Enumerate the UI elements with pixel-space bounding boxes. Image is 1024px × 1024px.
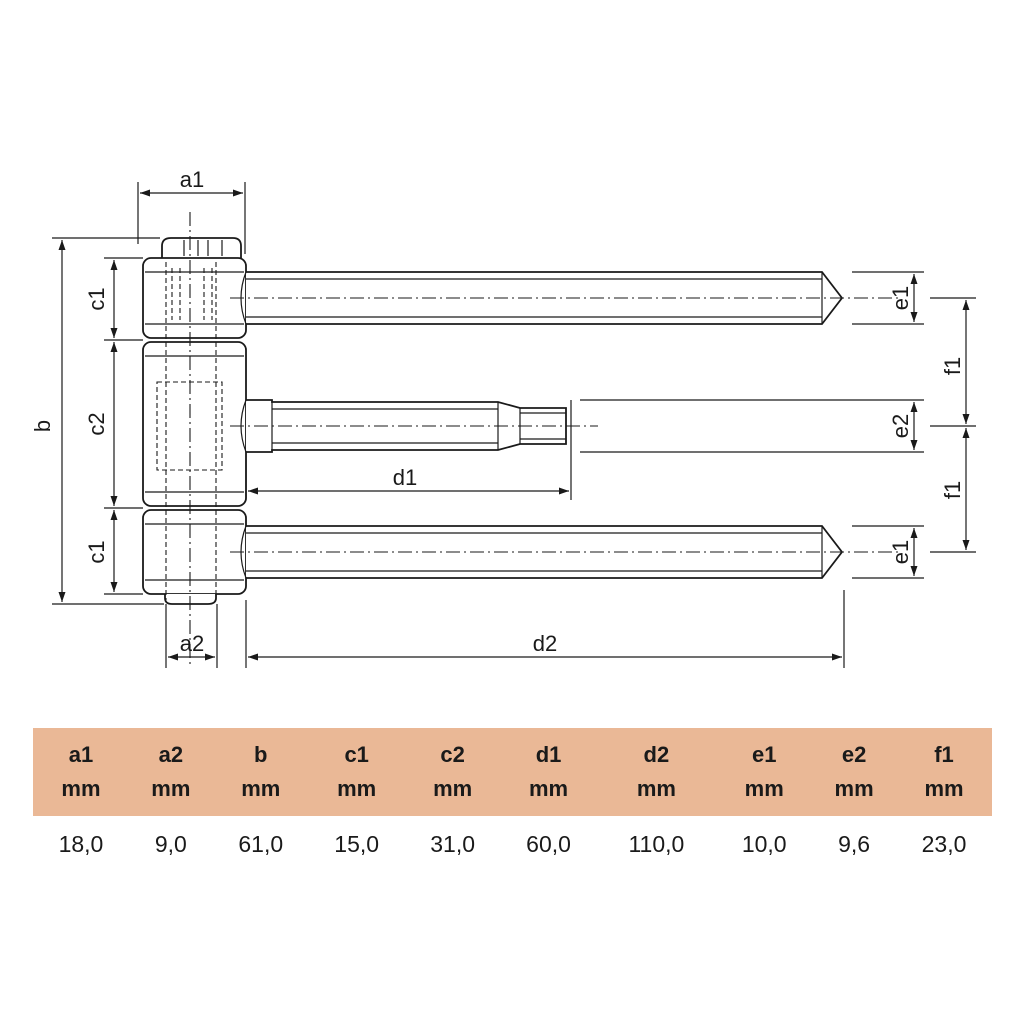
- value-cell: 18,0: [58, 830, 104, 857]
- spec-table-value-row: 18,0 9,0 61,0 15,0 31,0 60,0 110,0 10,0 …: [33, 816, 992, 872]
- hinge-drawing: a1 a2 b c1 c2 c1 d1: [30, 167, 976, 668]
- label-a2: a2: [180, 631, 204, 656]
- top-pin: [230, 271, 900, 325]
- header-name: f1: [934, 742, 954, 767]
- dimension-e2: e2: [580, 399, 924, 453]
- header-cell: c1 mm: [308, 728, 405, 816]
- value-cell: 9,0: [154, 830, 187, 857]
- dimension-a1: a1: [137, 167, 246, 254]
- label-c1-top: c1: [84, 287, 109, 310]
- header-unit: mm: [151, 776, 191, 801]
- label-e2: e2: [888, 414, 913, 438]
- label-e1-top: e1: [888, 286, 913, 310]
- header-cell: a2 mm: [128, 728, 213, 816]
- middle-pin: [230, 399, 598, 453]
- header-unit: mm: [636, 776, 676, 801]
- header-cell: a1 mm: [33, 728, 129, 816]
- header-unit: mm: [744, 776, 784, 801]
- header-cell: d1 mm: [500, 728, 597, 816]
- header-name: e1: [751, 742, 777, 767]
- header-name: d1: [535, 742, 562, 767]
- value-cell: 31,0: [430, 830, 475, 857]
- dimension-e1-top: e1: [852, 271, 924, 325]
- header-name: d2: [643, 742, 670, 767]
- header-cell: b mm: [212, 728, 309, 816]
- dimension-a2: a2: [165, 604, 218, 668]
- header-name: c1: [344, 742, 369, 767]
- value-cell: 15,0: [334, 830, 380, 857]
- header-name: e2: [841, 742, 867, 767]
- header-unit: mm: [241, 776, 281, 801]
- dimension-c1-top: c1: [84, 257, 143, 341]
- label-c1-bottom: c1: [84, 540, 109, 563]
- value-cell: 110,0: [628, 830, 685, 857]
- header-cell: e1 mm: [716, 728, 813, 816]
- header-unit: mm: [61, 776, 101, 801]
- dimension-b: b: [30, 237, 164, 605]
- label-c2: c2: [84, 412, 109, 435]
- bottom-pin: [230, 525, 900, 579]
- header-unit: mm: [337, 776, 377, 801]
- label-d2: d2: [533, 631, 557, 656]
- header-name: a1: [68, 742, 94, 767]
- dimension-d2: d2: [245, 590, 845, 668]
- label-e1-bottom: e1: [888, 540, 913, 564]
- dimension-c1-bottom: c1: [84, 510, 143, 595]
- value-cell: 9,6: [838, 830, 871, 857]
- header-unit: mm: [529, 776, 569, 801]
- header-unit: mm: [433, 776, 473, 801]
- dimension-e1-bottom: e1: [852, 525, 924, 579]
- label-f1-bottom: f1: [940, 481, 965, 499]
- dimension-f1-bottom: f1: [930, 428, 976, 553]
- header-unit: mm: [924, 776, 964, 801]
- spec-table-header-row: a1 mm a2 mm b mm c1 mm c2 mm d1 mm d2 mm e1 mm e…: [33, 728, 992, 816]
- header-name: c2: [440, 742, 465, 767]
- spec-table: a1 mm a2 mm b mm c1 mm c2 mm d1 mm d2 mm e1 mm e…: [33, 728, 992, 872]
- value-cell: 61,0: [238, 830, 284, 857]
- dimension-f1-top: f1: [930, 297, 976, 427]
- label-f1-top: f1: [940, 357, 965, 375]
- dimension-d1: d1: [245, 400, 572, 500]
- value-cell: 60,0: [526, 830, 571, 857]
- header-name: b: [254, 742, 268, 767]
- label-a1: a1: [180, 167, 204, 192]
- header-cell: d2 mm: [596, 728, 717, 816]
- hinge-body: [142, 212, 247, 665]
- header-unit: mm: [834, 776, 874, 801]
- header-name: a2: [158, 742, 184, 767]
- value-cell: 23,0: [921, 830, 967, 857]
- label-d1: d1: [393, 465, 417, 490]
- dimension-c2: c2: [84, 342, 143, 509]
- value-cell: 10,0: [741, 830, 787, 857]
- header-cell: c2 mm: [404, 728, 501, 816]
- header-cell: f1 mm: [896, 728, 992, 816]
- label-b: b: [30, 420, 55, 432]
- header-cell: e2 mm: [812, 728, 897, 816]
